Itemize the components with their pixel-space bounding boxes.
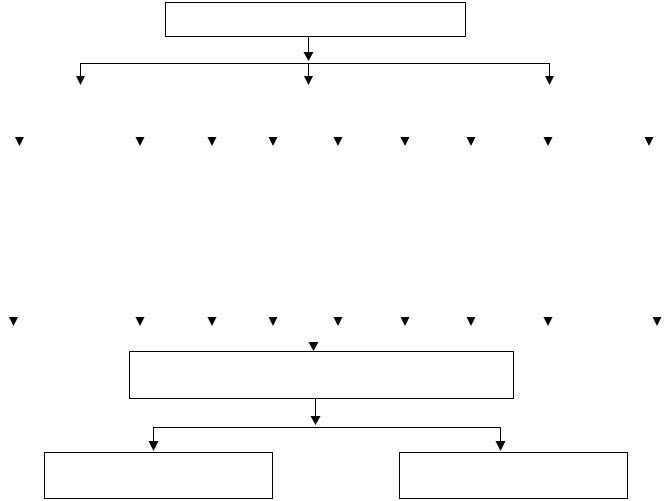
upper-arrowhead-1 [15,137,24,146]
lower-arrowhead-5 [333,317,343,326]
lower-arrowhead-3 [207,317,217,326]
lower-arrowhead-1 [9,317,18,326]
upper-arrowhead-3 [207,137,217,146]
branch-arrowhead-center [304,76,313,85]
top-box [165,2,466,37]
upper-arrowhead-5 [333,137,343,146]
bottom-left-box [44,452,273,499]
bottom-branch-arrows [148,427,506,451]
middle-box-entry-arrowhead [308,342,319,351]
lower-arrowhead-2 [135,317,145,326]
branch-arrowhead-right [545,76,554,85]
bottom-branch-arrowhead-left [148,441,159,451]
upper-arrowhead-8 [543,137,553,146]
lower-arrow-row [9,317,662,326]
top-connector [80,37,550,64]
upper-arrowhead-2 [135,137,145,146]
bottom-right-box [399,452,628,499]
middle-box [129,351,514,399]
upper-arrow-row [15,137,654,146]
upper-arrowhead-9 [644,137,654,146]
bottom-connector [153,399,501,428]
upper-arrowhead-7 [466,137,476,146]
top-arrowhead [303,52,314,61]
bottom-branch-arrowhead-right [495,441,506,451]
lower-arrowhead-7 [466,317,476,326]
bottom-arrowhead [310,416,321,425]
lower-arrowhead-8 [543,317,553,326]
lower-arrowhead-6 [400,317,410,326]
upper-arrowhead-6 [400,137,410,146]
branch-arrowhead-left [76,76,85,85]
upper-arrowhead-4 [268,137,278,146]
top-branch-arrows [76,63,554,85]
lower-arrowhead-9 [652,317,662,326]
lower-arrowhead-4 [268,317,278,326]
